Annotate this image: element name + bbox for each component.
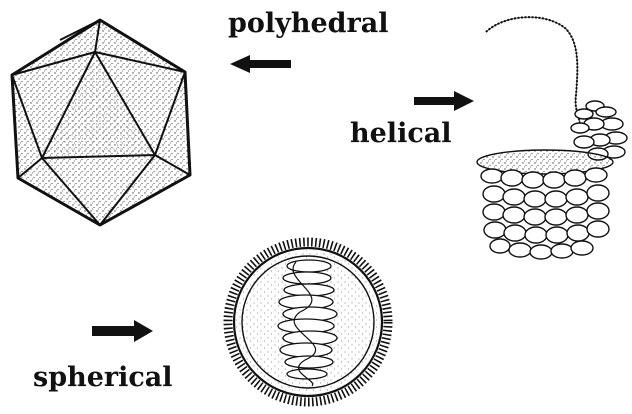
icosahedron-virus — [12, 20, 190, 225]
arrow-left-icon — [230, 55, 291, 73]
label-helical: helical — [350, 120, 452, 147]
label-polyhedral: polyhedral — [228, 10, 389, 37]
helical-virus — [477, 17, 627, 259]
label-spherical: spherical — [33, 364, 173, 391]
arrow-right-icon — [414, 91, 474, 111]
arrow-right-icon — [92, 320, 153, 342]
spherical-virus — [228, 242, 388, 402]
